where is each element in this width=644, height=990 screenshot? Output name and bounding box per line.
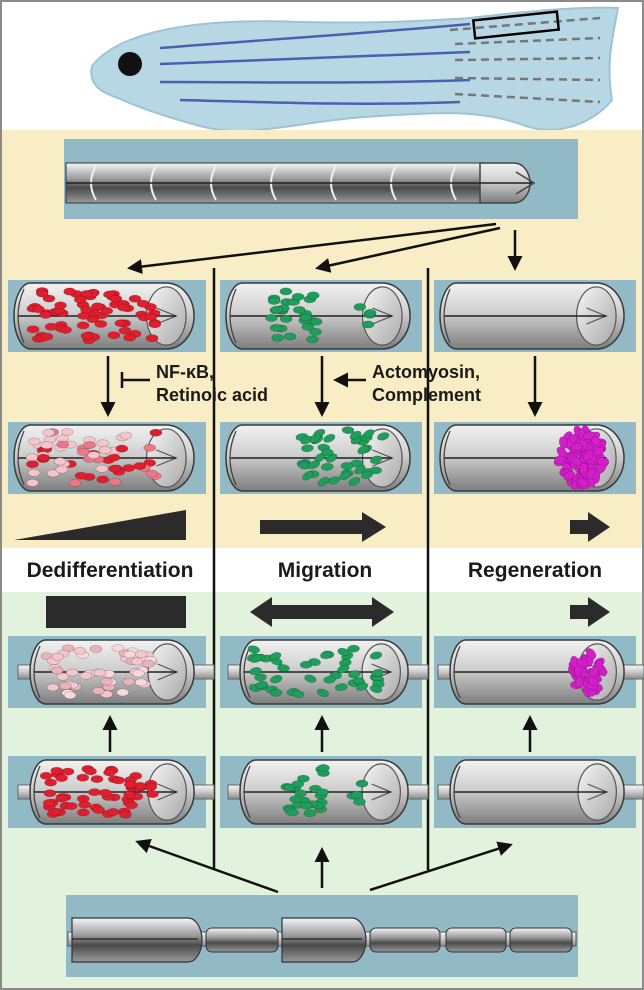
dedifferentiation-ramp-indicator xyxy=(14,510,186,540)
top-vertical-arrows xyxy=(100,356,543,417)
fate-arrows-top xyxy=(127,222,523,275)
label-band xyxy=(2,548,642,592)
schwann-cells xyxy=(8,280,644,828)
signal-label-retinoic-acid: Retinoic acid xyxy=(156,385,268,405)
signal-label-actomyosin: Actomyosin, xyxy=(372,362,480,382)
partially-myelinated-axon-icon xyxy=(66,895,578,977)
green-nuclei-edge-bottom xyxy=(346,779,369,806)
dedifferentiation-bar-indicator xyxy=(46,596,186,628)
myelinated-axon-icon xyxy=(64,139,578,219)
arrow-icon xyxy=(315,226,501,273)
column-label-regeneration: Regeneration xyxy=(468,559,602,582)
migrating-green-nuclei xyxy=(295,426,390,487)
green-nuclei-cluster-bottom xyxy=(280,764,330,818)
dispersed-green-nuclei xyxy=(246,644,385,698)
remak-segment xyxy=(509,927,573,953)
schwann-cell-icon xyxy=(437,639,644,705)
remak-segment xyxy=(445,927,507,953)
fish-eye xyxy=(118,52,142,76)
zebrafish-icon xyxy=(90,6,620,132)
green-nuclei-cluster xyxy=(265,287,323,344)
red-nuclei-cluster-bottom xyxy=(39,765,159,819)
pale-nuclei-cluster xyxy=(40,644,158,700)
arrow-icon xyxy=(135,838,279,894)
arrow-icon xyxy=(369,841,513,892)
fate-arrows-bottom xyxy=(135,838,513,894)
regenerating-cell-cluster xyxy=(553,425,610,491)
remak-segment xyxy=(369,927,441,953)
arrow-icon xyxy=(127,222,497,275)
schwann-cell-icon xyxy=(437,759,644,825)
fin-selection-box xyxy=(471,10,561,40)
bottom-vertical-arrows xyxy=(102,715,538,752)
regeneration-small-indicator xyxy=(570,512,610,542)
column-label-migration: Migration xyxy=(278,559,373,582)
green-nuclei-edge xyxy=(353,303,377,329)
regenerating-cell-cluster-small xyxy=(567,648,608,698)
signal-label-complement: Complement xyxy=(372,385,481,405)
myelin-sheath xyxy=(281,917,367,963)
migration-bidirectional-indicator xyxy=(250,597,394,627)
schwann-cell-icon xyxy=(439,282,625,350)
myelin-sheath xyxy=(71,917,203,963)
migration-forward-indicator xyxy=(260,512,386,542)
remak-segment xyxy=(205,927,279,953)
red-nuclei-cluster xyxy=(26,287,162,345)
signal-label-nfkb: NF-κB, xyxy=(156,362,214,382)
mixed-nuclei-cluster xyxy=(25,428,163,487)
column-label-dedifferentiation: Dedifferentiation xyxy=(27,559,194,582)
regeneration-small-indicator-bottom xyxy=(570,597,610,627)
